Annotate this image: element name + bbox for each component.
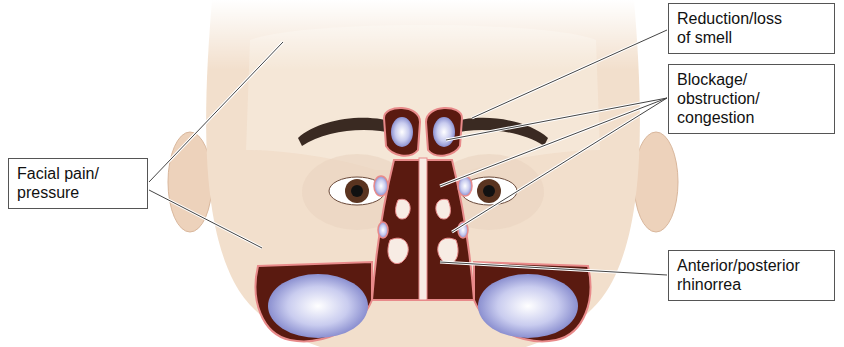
callout-text: Blockage/ obstruction/ congestion bbox=[677, 70, 769, 128]
callout-box: Anterior/posterior rhinorrea bbox=[668, 250, 835, 301]
callout-text: Anterior/posterior rhinorrea bbox=[677, 256, 819, 294]
callout-box: Facial pain/ pressure bbox=[8, 158, 148, 209]
callout-box: Blockage/ obstruction/ congestion bbox=[668, 64, 835, 134]
callout-text: Reduction/loss of smell bbox=[677, 9, 789, 47]
callout-text: Facial pain/ pressure bbox=[17, 164, 129, 202]
callout-box: Reduction/loss of smell bbox=[668, 3, 835, 54]
